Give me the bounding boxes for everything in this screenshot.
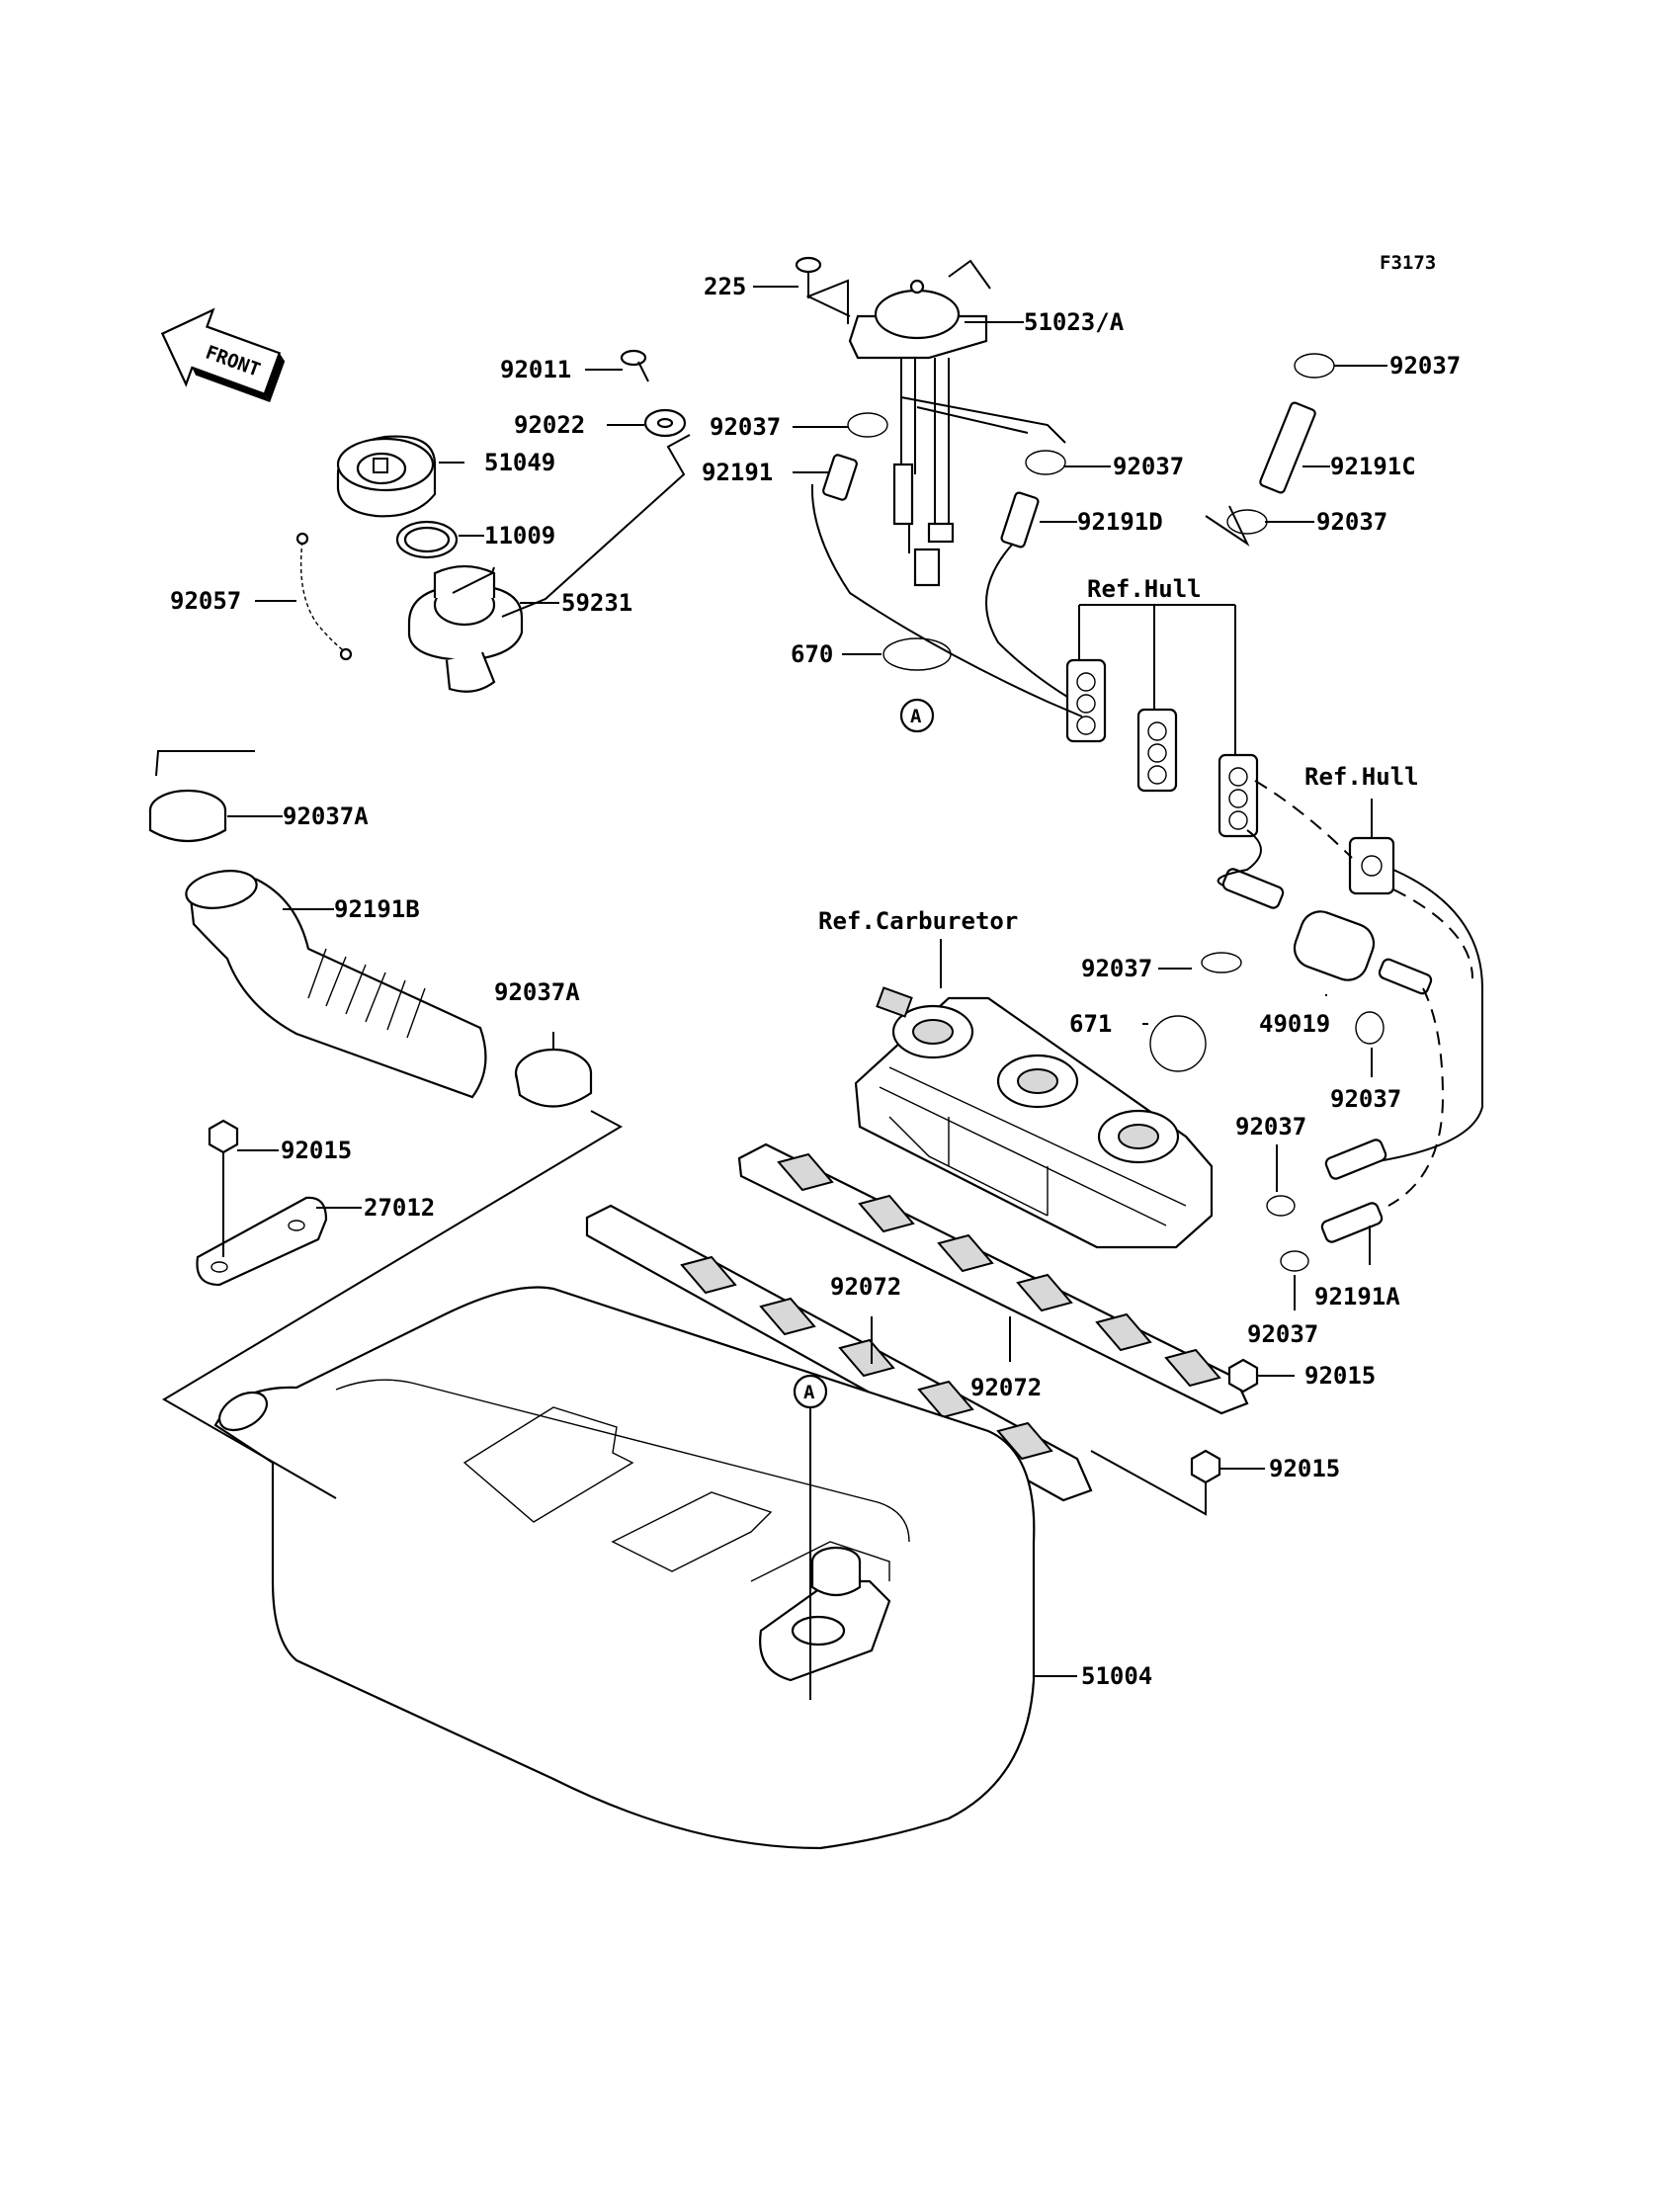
bolt-92011-icon [620, 349, 649, 382]
fuel-line-route-4 [1371, 869, 1483, 1163]
callout-225: 225 [704, 273, 746, 300]
callout-51049: 51049 [484, 449, 555, 476]
fuel-line-route-3 [1217, 829, 1262, 887]
reference-a-lower: A [803, 1382, 815, 1403]
callout-92015-b: 92015 [1304, 1362, 1376, 1390]
clamp-92037-icon [847, 353, 1335, 535]
fuel-tank-51004-icon [213, 1286, 1036, 1850]
callout-92057: 92057 [170, 587, 241, 615]
fuel-line-route-2 [985, 543, 1068, 698]
callout-92037-a: 92037 [710, 413, 781, 441]
callout-labels: 225 51023/A 92011 92022 51049 11009 9205… [170, 273, 1461, 1690]
clamp-92037-h-icon [1280, 1250, 1309, 1272]
callout-670: 670 [791, 640, 833, 668]
callout-92191A: 92191A [1314, 1283, 1400, 1310]
hose-holder-icon [1065, 658, 1395, 895]
bolt-225-icon [795, 256, 822, 298]
callout-92191B: 92191B [334, 895, 420, 923]
callout-ref-hull-1: Ref.Hull [1087, 575, 1202, 603]
nut-92015-icon [208, 1119, 1259, 1484]
callout-ref-hull-2: Ref.Hull [1304, 763, 1419, 791]
callout-92037-h: 92037 [1247, 1320, 1318, 1348]
strap-92072-upper-icon [737, 1142, 1249, 1415]
clamp-92037-f-icon [1355, 1011, 1385, 1045]
callout-671: 671 [1069, 1010, 1112, 1038]
callout-92037-b: 92037 [1113, 453, 1184, 480]
callout-ref-carburetor: Ref.Carburetor [818, 907, 1018, 935]
callout-92015-c: 92015 [1269, 1455, 1340, 1482]
clamp-92037A-lower-icon [514, 1048, 593, 1108]
carburetor-assembly-icon [854, 986, 1214, 1249]
hose-92191-icon [822, 454, 858, 501]
callout-92037-e: 92037 [1081, 955, 1152, 982]
callout-92191: 92191 [702, 459, 773, 486]
callout-49019: 49019 [1259, 1010, 1330, 1038]
fuel-line-route-1 [810, 483, 1083, 718]
fuel-line-dashed-3 [1387, 987, 1445, 1207]
clamp-92037-g-icon [1266, 1195, 1296, 1217]
hose-92191C-icon [1259, 401, 1316, 494]
callout-92037A-a: 92037A [283, 803, 369, 830]
callout-92037-g: 92037 [1235, 1113, 1306, 1141]
fuel-filter-49019-icon [1221, 868, 1433, 995]
washer-92022-icon [643, 408, 687, 438]
reference-a-upper: A [910, 706, 922, 727]
callout-92072-b: 92072 [970, 1374, 1042, 1401]
callout-59231: 59231 [561, 589, 632, 617]
callout-92037-d: 92037 [1316, 508, 1387, 536]
callout-51004: 51004 [1081, 1662, 1152, 1690]
callout-11009: 11009 [484, 522, 555, 549]
reference-a-upper-circle [899, 698, 935, 733]
gasket-11009-icon [395, 520, 459, 559]
front-arrow-icon: FRONT [160, 307, 286, 402]
o-ring-670-icon [882, 637, 952, 671]
fuel-line-dashed-1 [1254, 780, 1353, 859]
leader-lines [155, 259, 1387, 1700]
bracket-27012-icon [196, 1152, 328, 1287]
hose-92191A-icon [1320, 1202, 1384, 1243]
callout-92072-a: 92072 [830, 1273, 901, 1301]
clamp-92037A-upper-icon [148, 789, 227, 843]
fuel-cap-51049-icon [336, 435, 437, 518]
filler-hose-92191B-icon [185, 870, 487, 1099]
fuel-sender-51023A-icon [848, 279, 988, 587]
filler-neck-59231-icon [407, 564, 524, 693]
callout-51023A: 51023/A [1024, 308, 1125, 336]
callout-92011: 92011 [500, 356, 571, 383]
callout-92037A-b: 92037A [494, 978, 580, 1006]
figure-code: F3173 [1380, 252, 1436, 274]
callout-92037-c: 92037 [1389, 352, 1461, 380]
cap-strap-92057-icon [295, 532, 353, 661]
hose-lower-1-icon [1324, 1139, 1387, 1180]
hose-92191D-icon [1000, 491, 1040, 549]
callout-92191C: 92191C [1330, 453, 1416, 480]
callout-92022: 92022 [514, 411, 585, 439]
callout-27012: 27012 [364, 1194, 435, 1222]
callout-92037-f: 92037 [1330, 1085, 1401, 1113]
callout-92015-a: 92015 [281, 1137, 352, 1164]
fuel-line-dashed-2 [1392, 888, 1473, 979]
callout-92191D: 92191D [1077, 508, 1163, 536]
clamp-92037-e-icon [1201, 952, 1242, 973]
o-ring-671-icon [1149, 1015, 1207, 1072]
